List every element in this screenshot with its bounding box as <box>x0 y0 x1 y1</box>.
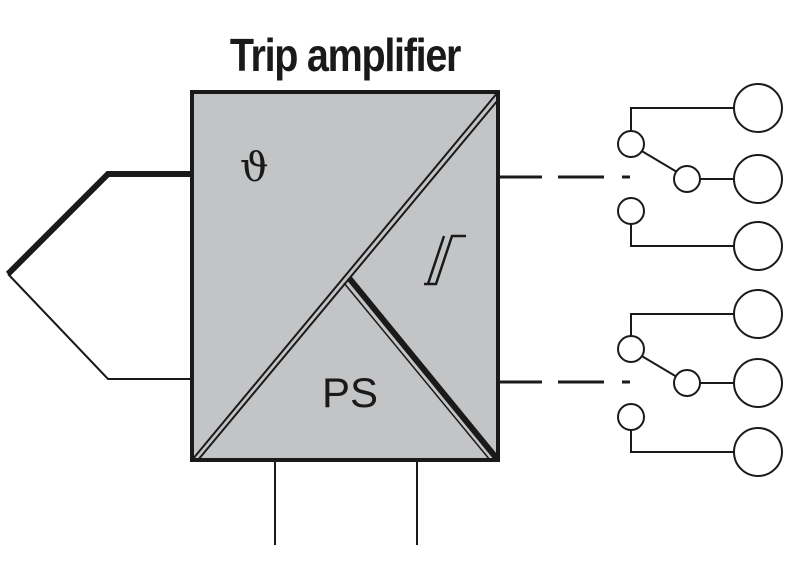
power-supply-divider <box>343 276 501 462</box>
relay-contacts-2 <box>617 313 734 453</box>
temperature-sensor-symbol: ϑ <box>240 145 269 191</box>
terminal-2 <box>733 154 783 204</box>
hysteresis-icon <box>424 234 466 286</box>
terminal-4 <box>733 289 783 339</box>
terminal-1 <box>733 83 783 133</box>
terminal-5 <box>733 358 783 408</box>
relay-contacts-1 <box>617 107 734 247</box>
terminal-6 <box>733 427 783 477</box>
thermocouple-sensor <box>5 171 192 380</box>
terminal-3 <box>733 221 783 271</box>
power-supply-label: PS <box>321 369 379 416</box>
diagram-title: Trip amplifier <box>229 29 462 81</box>
